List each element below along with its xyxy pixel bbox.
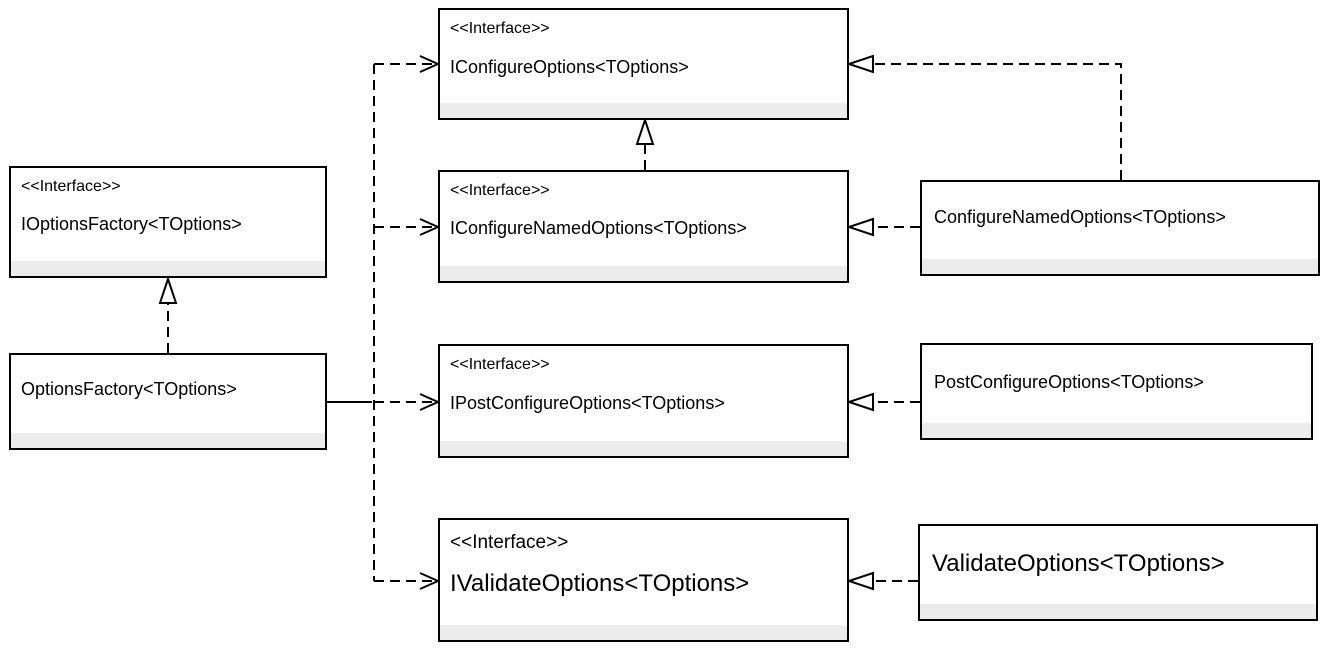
class-name-label: PostConfigureOptions<TOptions> xyxy=(934,372,1204,392)
members-compartment xyxy=(440,625,847,640)
members-compartment xyxy=(440,266,847,281)
members-compartment xyxy=(440,441,847,456)
realization-arrowhead xyxy=(845,571,874,591)
stereotype-label: <<Interface>> xyxy=(450,356,550,373)
realization-arrowhead xyxy=(845,217,874,237)
i-configure-named-options-box[interactable]: <<Interface>> IConfigureNamedOptions<TOp… xyxy=(438,170,849,283)
box-name-compartment: PostConfigureOptions<TOptions> xyxy=(922,345,1311,425)
box-name-compartment: <<Interface>> IValidateOptions<TOptions> xyxy=(440,520,847,627)
stereotype-label: <<Interface>> xyxy=(21,178,121,195)
class-name-label: IOptionsFactory<TOptions> xyxy=(21,214,242,234)
class-name-label: IValidateOptions<TOptions> xyxy=(450,570,750,597)
members-compartment xyxy=(922,423,1311,438)
i-options-factory-box[interactable]: <<Interface>> IOptionsFactory<TOptions> xyxy=(9,166,327,278)
members-compartment xyxy=(920,604,1316,619)
class-name-label: IPostConfigureOptions<TOptions> xyxy=(450,393,725,413)
configure-named-options-box[interactable]: ConfigureNamedOptions<TOptions> xyxy=(920,180,1320,276)
box-name-compartment: ValidateOptions<TOptions> xyxy=(920,526,1316,606)
class-name-label: OptionsFactory<TOptions> xyxy=(21,379,237,399)
stereotype-label: <<Interface>> xyxy=(450,532,569,553)
box-name-compartment: <<Interface>> IConfigureOptions<TOptions… xyxy=(440,10,847,105)
box-name-compartment: <<Interface>> IConfigureNamedOptions<TOp… xyxy=(440,172,847,268)
realization-arrowhead xyxy=(845,392,874,412)
post-configure-options-box[interactable]: PostConfigureOptions<TOptions> xyxy=(920,343,1313,440)
class-name-label: ConfigureNamedOptions<TOptions> xyxy=(934,207,1226,227)
class-name-label: IConfigureOptions<TOptions> xyxy=(450,57,689,77)
members-compartment xyxy=(11,261,325,276)
validate-options-box[interactable]: ValidateOptions<TOptions> xyxy=(918,524,1318,621)
i-configure-options-box[interactable]: <<Interface>> IConfigureOptions<TOptions… xyxy=(438,8,849,120)
i-validate-options-box[interactable]: <<Interface>> IValidateOptions<TOptions> xyxy=(438,518,849,642)
members-compartment xyxy=(922,259,1318,274)
box-name-compartment: <<Interface>> IPostConfigureOptions<TOpt… xyxy=(440,346,847,443)
stereotype-label: <<Interface>> xyxy=(450,182,550,199)
i-post-configure-options-box[interactable]: <<Interface>> IPostConfigureOptions<TOpt… xyxy=(438,344,849,458)
box-name-compartment: ConfigureNamedOptions<TOptions> xyxy=(922,182,1318,261)
members-compartment xyxy=(440,103,847,118)
members-compartment xyxy=(11,433,325,448)
realization-arrowhead xyxy=(158,275,178,304)
box-name-compartment: OptionsFactory<TOptions> xyxy=(11,355,325,435)
class-name-label: ValidateOptions<TOptions> xyxy=(932,550,1225,577)
class-name-label: IConfigureNamedOptions<TOptions> xyxy=(450,218,747,238)
box-name-compartment: <<Interface>> IOptionsFactory<TOptions> xyxy=(11,168,325,263)
relation-configure-named-to-i-configure xyxy=(873,63,1122,180)
stereotype-label: <<Interface>> xyxy=(450,20,550,37)
options-factory-box[interactable]: OptionsFactory<TOptions> xyxy=(9,353,327,450)
realization-arrowhead xyxy=(635,116,655,145)
realization-arrowhead xyxy=(845,54,874,74)
